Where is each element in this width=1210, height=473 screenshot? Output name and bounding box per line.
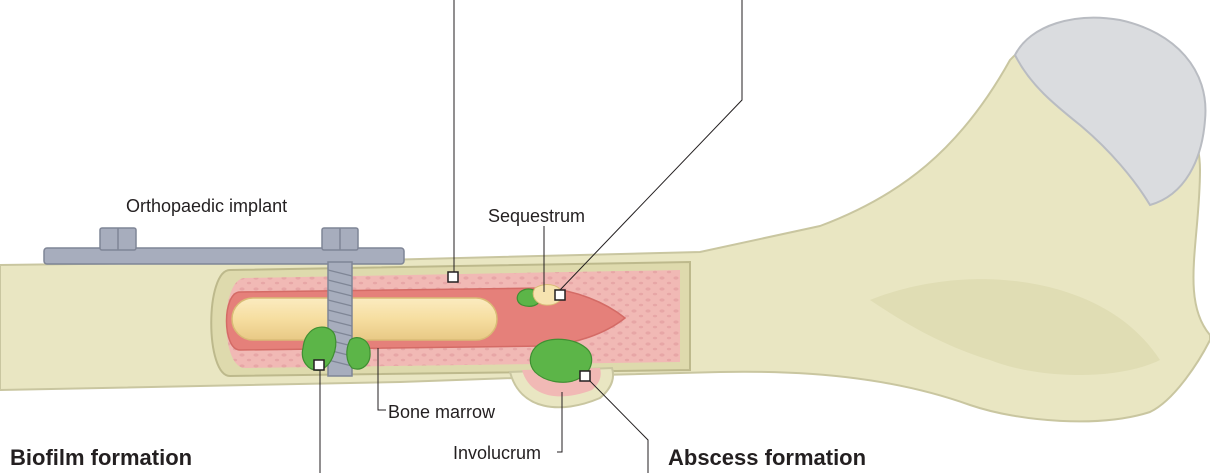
biofilm-on-screw-right xyxy=(347,338,370,369)
abscess-formation-label: Abscess formation xyxy=(668,445,866,471)
bone-marrow-label: Bone marrow xyxy=(388,402,495,423)
intramedullary-nail xyxy=(232,298,497,340)
sequestrum-label: Sequestrum xyxy=(488,206,585,227)
orthopaedic-implant-label: Orthopaedic implant xyxy=(126,196,287,217)
leader-lines xyxy=(320,0,742,473)
involucrum-label: Involucrum xyxy=(453,443,541,464)
biofilm-formation-label: Biofilm formation xyxy=(10,445,192,471)
